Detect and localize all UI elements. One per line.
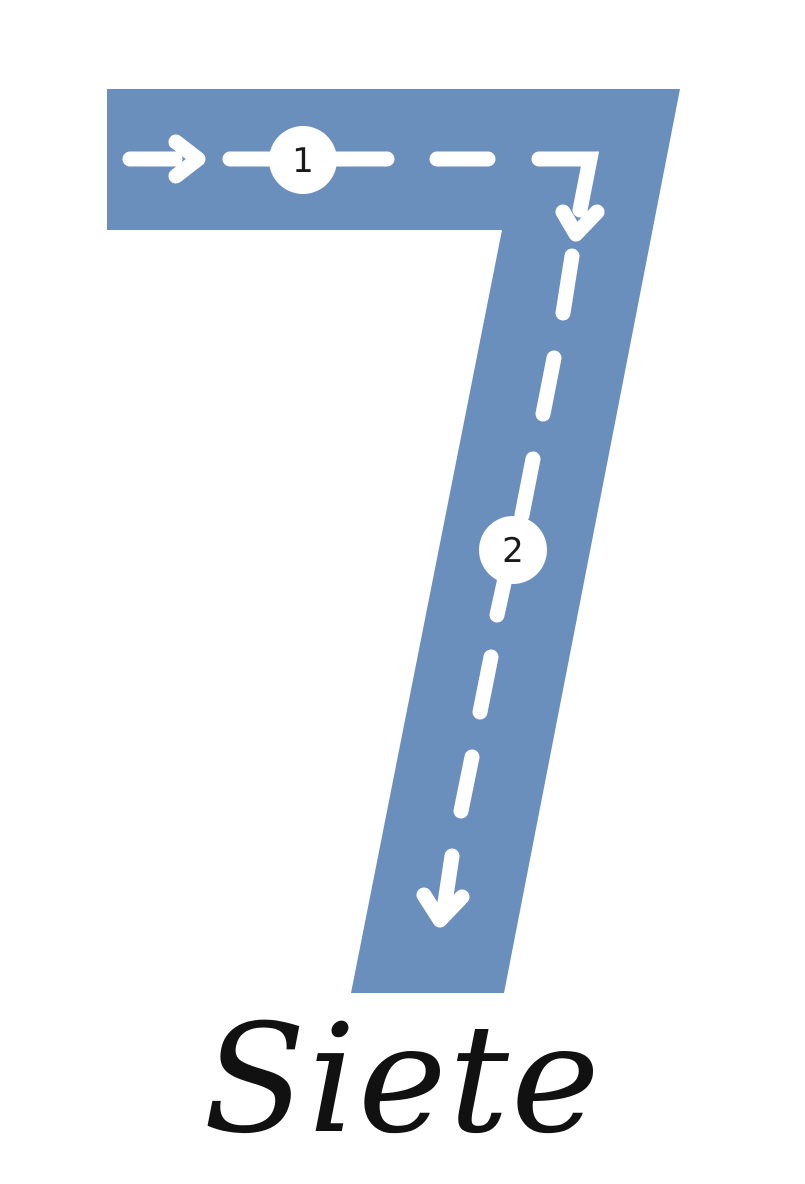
arrow-right-icon [168,134,206,184]
step-marker-1: 1 [269,126,337,194]
arrow-down-icon [416,887,470,928]
arrow-down-icon [555,204,605,242]
step-number-1: 1 [292,141,314,181]
stroke-2-guide [435,248,580,924]
number-word-label: Siete [203,993,602,1167]
step-marker-2: 2 [479,516,547,584]
numeral-seven-shape [107,89,680,993]
step-number-2: 2 [502,531,524,571]
